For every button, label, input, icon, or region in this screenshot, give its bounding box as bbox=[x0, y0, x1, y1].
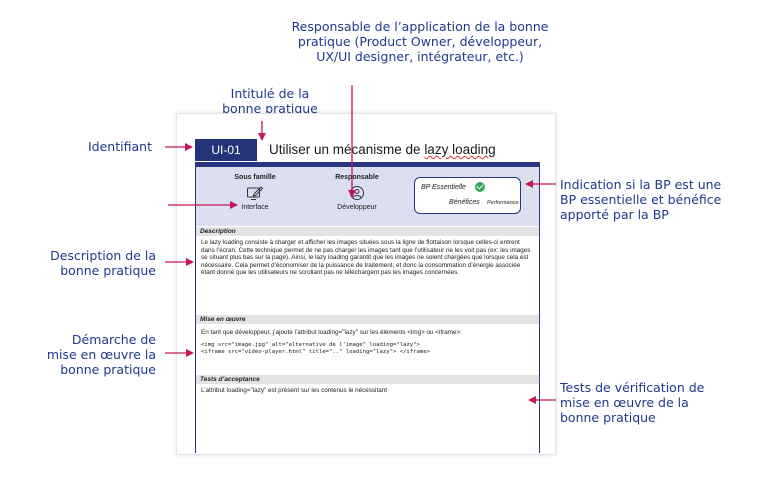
annotation-line: Responsable de l’application de la bonne bbox=[291, 19, 549, 34]
title-text-lazy: lazy loading bbox=[424, 142, 496, 157]
header-bar bbox=[195, 162, 540, 167]
annotation-line: bonne pratique bbox=[560, 410, 656, 425]
mise-text: En tant que développeur, j’ajoute l’attr… bbox=[201, 329, 462, 336]
annotation-description: Description de la bonne pratique bbox=[30, 248, 156, 278]
annotation-intitule: Intitulé de la bonne pratique bbox=[205, 86, 335, 116]
annotation-line: Tests de vérification de bbox=[560, 380, 705, 395]
annotation-line: bonne pratique bbox=[60, 362, 156, 377]
annotation-line: Intitulé de la bbox=[230, 86, 310, 101]
description-header: Description bbox=[196, 227, 539, 236]
responsable-label: Responsable bbox=[335, 174, 379, 181]
sous-famille-value: Interface bbox=[241, 204, 269, 211]
annotation-line: UX/UI designer, intégrateur, etc.) bbox=[316, 49, 524, 64]
sous-famille-label: Sous famille bbox=[234, 174, 276, 181]
annotation-line: bonne pratique bbox=[60, 263, 156, 278]
code-line-iframe: <iframe src="video-player.html" title=".… bbox=[201, 349, 431, 355]
annotation-identifiant: Identifiant bbox=[88, 139, 152, 154]
annotation-line: apporté par la BP bbox=[560, 207, 669, 222]
annotation-indication: Indication si la BP est une BP essentiel… bbox=[560, 177, 760, 222]
bp-essentielle-box: BP Essentielle Bénéfices Performance bbox=[414, 177, 521, 214]
annotation-line: Indication si la BP est une bbox=[560, 177, 722, 192]
annotation-tests: Tests de vérification de mise en œuvre d… bbox=[560, 380, 760, 425]
annotation-line: bonne pratique bbox=[222, 101, 318, 116]
practice-title: Utiliser un mécanisme de lazy loading bbox=[269, 142, 496, 157]
annotation-line: pratique (Product Owner, développeur, bbox=[297, 34, 543, 49]
code-line-img: <img src="image.jpg" alt="alternative de… bbox=[201, 342, 420, 348]
tests-header: Tests d’acceptance bbox=[196, 375, 539, 384]
title-text: Utiliser un mécanisme de bbox=[269, 142, 425, 157]
body-frame bbox=[195, 226, 540, 453]
sous-famille-block: Sous famille Interface bbox=[225, 174, 285, 211]
annotation-line: mise en œuvre la bbox=[46, 347, 156, 362]
annotation-line: mise en œuvre de la bbox=[560, 395, 689, 410]
responsable-value: Développeur bbox=[337, 204, 377, 211]
annotation-line: BP essentielle et bénéfice bbox=[560, 192, 722, 207]
bp-essentielle-label: BP Essentielle bbox=[421, 184, 466, 191]
annotation-line: Démarche de bbox=[71, 332, 156, 347]
tests-text: L’attribut loading="lazy" est présent su… bbox=[201, 387, 387, 394]
interface-edit-icon bbox=[247, 186, 264, 200]
annotation-demarche: Démarche de mise en œuvre la bonne prati… bbox=[30, 332, 156, 377]
description-text: Le lazy loading consiste à charger et af… bbox=[201, 239, 531, 277]
benefices-value: Performance bbox=[487, 200, 519, 206]
annotation-responsable: Responsable de l’application de la bonne… bbox=[270, 19, 570, 64]
check-icon bbox=[475, 182, 485, 192]
annotation-line: Description de la bbox=[50, 248, 156, 263]
mise-header: Mise en œuvre bbox=[196, 315, 539, 324]
benefices-label: Bénéfices bbox=[449, 199, 480, 206]
practice-id-badge: UI-01 bbox=[195, 139, 257, 161]
